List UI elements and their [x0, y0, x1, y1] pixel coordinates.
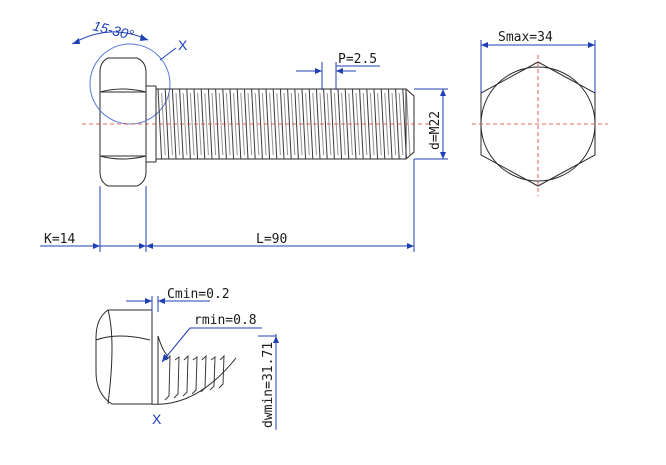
head-height-dimension: K=14 — [40, 232, 146, 249]
detail-thread-tooth — [164, 354, 171, 401]
thread-root — [168, 92, 173, 156]
thread-root — [161, 92, 166, 156]
detail-thread-lines — [164, 354, 225, 401]
thread-root — [233, 92, 238, 156]
thread-crest — [301, 88, 307, 160]
detail-thread-tooth — [191, 355, 198, 395]
across-flats-label: Smax=34 — [498, 30, 553, 45]
thread-crest — [373, 88, 379, 160]
thread-crest — [279, 88, 285, 160]
detail-thread-tooth — [173, 355, 180, 399]
length-dimension: L=90 — [146, 232, 414, 249]
chamfer-label: Cmin=0.2 — [167, 287, 230, 302]
thread-root — [405, 92, 411, 156]
thread-root — [204, 92, 209, 156]
detail-marker-bottom: X — [152, 411, 162, 427]
detail-x-circle — [89, 43, 171, 125]
bearing-dia-dimension: dwmin=31.71 — [258, 334, 279, 430]
angle-label: 15-30° — [91, 17, 135, 43]
detail-thread-tooth — [209, 355, 216, 391]
thread-root — [247, 92, 253, 156]
thread-crest — [337, 88, 343, 160]
angle-dimension: 15-30° — [71, 17, 149, 45]
thread-crest — [366, 88, 371, 160]
fillet-dimension: rmin=0.8 — [161, 313, 262, 363]
diameter-dimension: d=M22 — [414, 88, 448, 160]
thread-root — [182, 92, 188, 156]
across-flats-dimension: Smax=34 — [480, 30, 596, 93]
bolt-head-end-view — [472, 55, 608, 196]
thread-crest — [359, 88, 364, 160]
thread-crest — [323, 88, 328, 160]
bolt-head-side — [99, 57, 156, 187]
thread-root — [189, 92, 195, 156]
fillet-label: rmin=0.8 — [194, 313, 257, 328]
thread-lines — [157, 88, 411, 160]
detail-thread-tooth — [200, 354, 207, 393]
diameter-label: d=M22 — [428, 111, 443, 150]
thread-root — [211, 92, 217, 156]
bearing-dia-label: dwmin=31.71 — [261, 342, 276, 428]
thread-crest — [315, 88, 321, 160]
thread-crest — [344, 88, 350, 160]
thread-root — [197, 92, 202, 156]
thread-crest — [351, 88, 357, 160]
thread-crest — [330, 88, 335, 160]
thread-root — [225, 92, 231, 156]
thread-root — [240, 92, 245, 156]
length-label: L=90 — [256, 232, 287, 247]
detail-marker-top: X — [178, 37, 188, 53]
thread-root — [218, 92, 224, 156]
pitch-label: P=2.5 — [338, 52, 377, 67]
thread-crest — [294, 88, 299, 160]
detail-thread-tooth — [218, 354, 225, 389]
chamfer-dimension: Cmin=0.2 — [126, 287, 230, 312]
thread-crest — [287, 88, 292, 160]
head-height-label: K=14 — [44, 232, 75, 247]
pitch-dimension: P=2.5 — [296, 52, 380, 90]
bolt-shank-side — [155, 86, 415, 162]
thread-crest — [308, 88, 314, 160]
detail-thread-tooth — [182, 354, 189, 397]
thread-root — [175, 92, 181, 156]
